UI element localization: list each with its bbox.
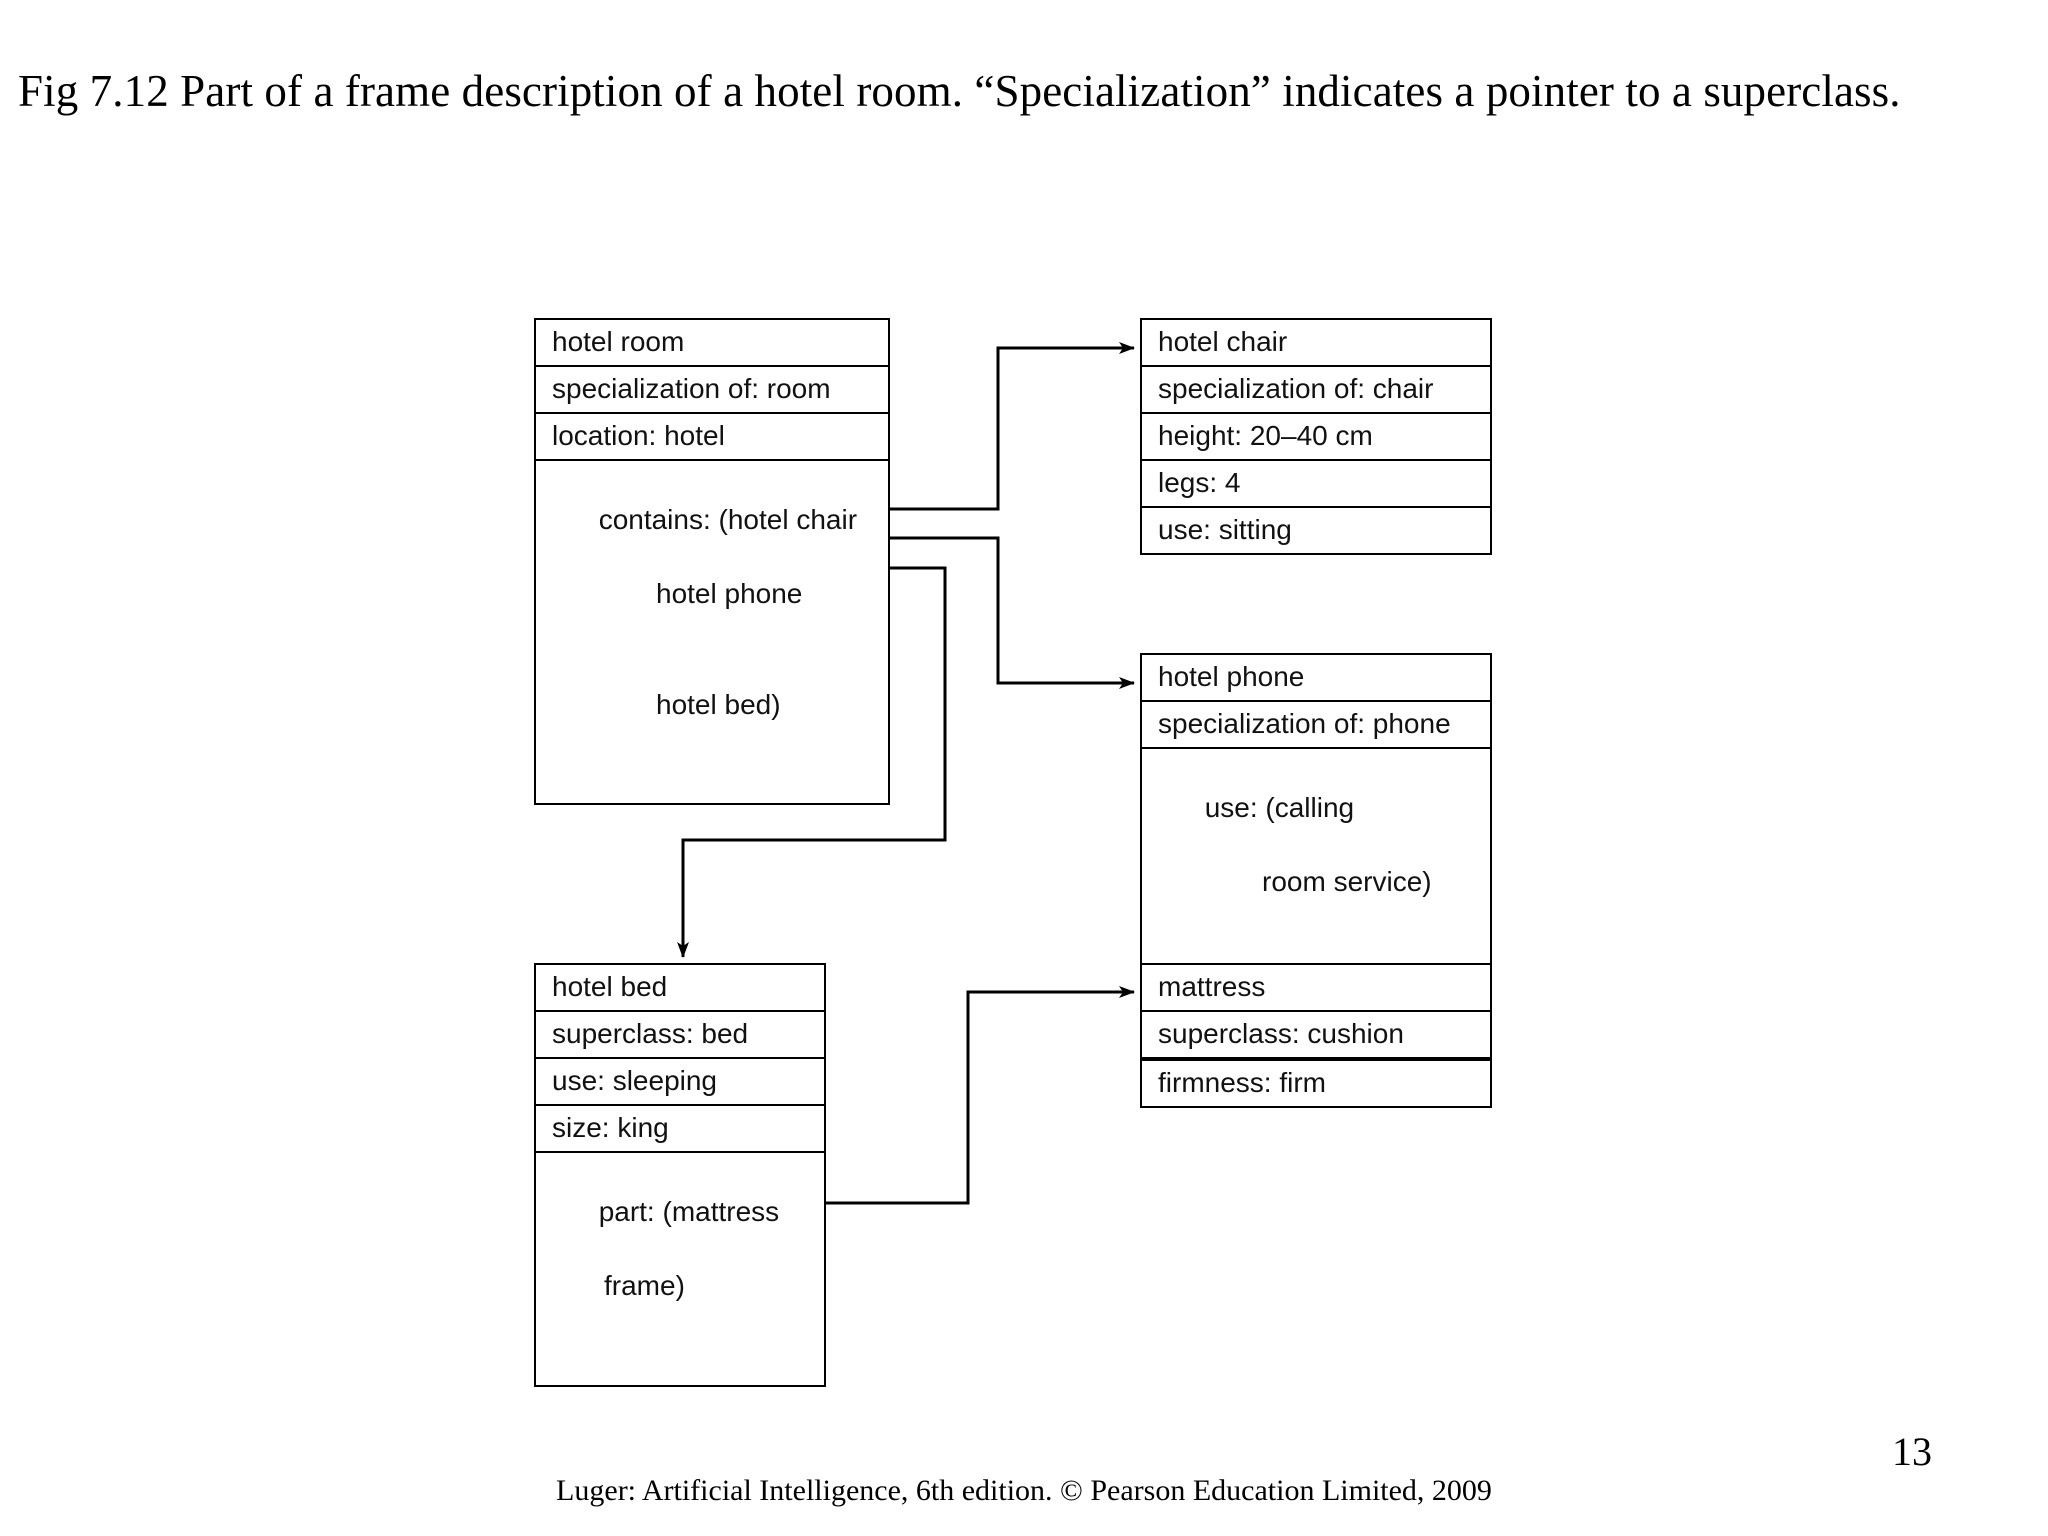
frame-slot-phone-use-value-1: room service): [1262, 865, 1432, 897]
frame-box-hotel-room: hotel room specialization of: room locat…: [534, 318, 890, 806]
frame-slot-chair-use: use: sitting: [1158, 513, 1292, 545]
frame-title-hotel-room: hotel room: [536, 320, 888, 367]
frame-slot-bed-part-value-1: frame): [604, 1269, 685, 1301]
frame-slot-bed-use: use: sleeping: [536, 1059, 824, 1106]
frame-slot-contains-value-1: hotel phone: [656, 577, 803, 609]
frame-slot-contains: contains: (hotel chair hotel phone hotel…: [536, 461, 888, 804]
frame-slot-contains-value-2: hotel bed): [656, 688, 781, 720]
frame-slot-mattress-firmness: firmness: firm: [1158, 1066, 1326, 1098]
edge-bed-to-mattress: [778, 986, 1135, 1205]
frame-box-hotel-chair: hotel chair specialization of: chair hei…: [1140, 318, 1492, 555]
frame-slot-bed-part-label: part: (mattress: [598, 1195, 780, 1227]
frame-slot-bed-size: size: king: [536, 1106, 824, 1153]
frame-title-hotel-phone: hotel phone: [1142, 655, 1490, 702]
frame-title-hotel-bed: hotel bed: [536, 965, 824, 1012]
frame-slot-phone-use: use: (calling room service): [1142, 749, 1490, 983]
frame-slot-mattress-superclass: superclass: cushion: [1142, 1012, 1490, 1061]
frame-slot-chair-height: height: 20–40 cm: [1142, 414, 1490, 461]
edge-room-to-chair: [861, 342, 1135, 511]
frame-slot-phone-use-label: use: (calling: [1204, 791, 1355, 823]
frame-slot-specialization: specialization of: room: [536, 367, 888, 414]
frame-box-hotel-bed: hotel bed superclass: bed use: sleeping …: [534, 963, 826, 1387]
footer-credit: Luger: Artificial Intelligence, 6th edit…: [556, 1474, 1492, 1507]
frame-slot-bed-part: part: (mattress frame): [536, 1153, 824, 1385]
frame-title-hotel-chair: hotel chair: [1142, 320, 1490, 367]
edge-room-to-phone: [861, 536, 1135, 689]
frame-slot-bed-superclass: superclass: bed: [536, 1012, 824, 1059]
frame-slot-chair-legs: legs: 4: [1142, 461, 1490, 508]
page-number: 13: [1892, 1429, 1932, 1474]
frame-title-mattress: mattress: [1142, 965, 1490, 1012]
frame-slot-contains-label: contains: (hotel chair: [598, 503, 858, 535]
page-title: Fig 7.12 Part of a frame description of …: [18, 66, 1901, 116]
frame-slot-location: location: hotel: [536, 414, 888, 461]
frame-slot-chair-specialization: specialization of: chair: [1142, 367, 1490, 414]
frame-box-mattress: mattress superclass: cushion firmness: f…: [1140, 963, 1492, 1108]
frame-slot-phone-specialization: specialization of: phone: [1142, 702, 1490, 749]
